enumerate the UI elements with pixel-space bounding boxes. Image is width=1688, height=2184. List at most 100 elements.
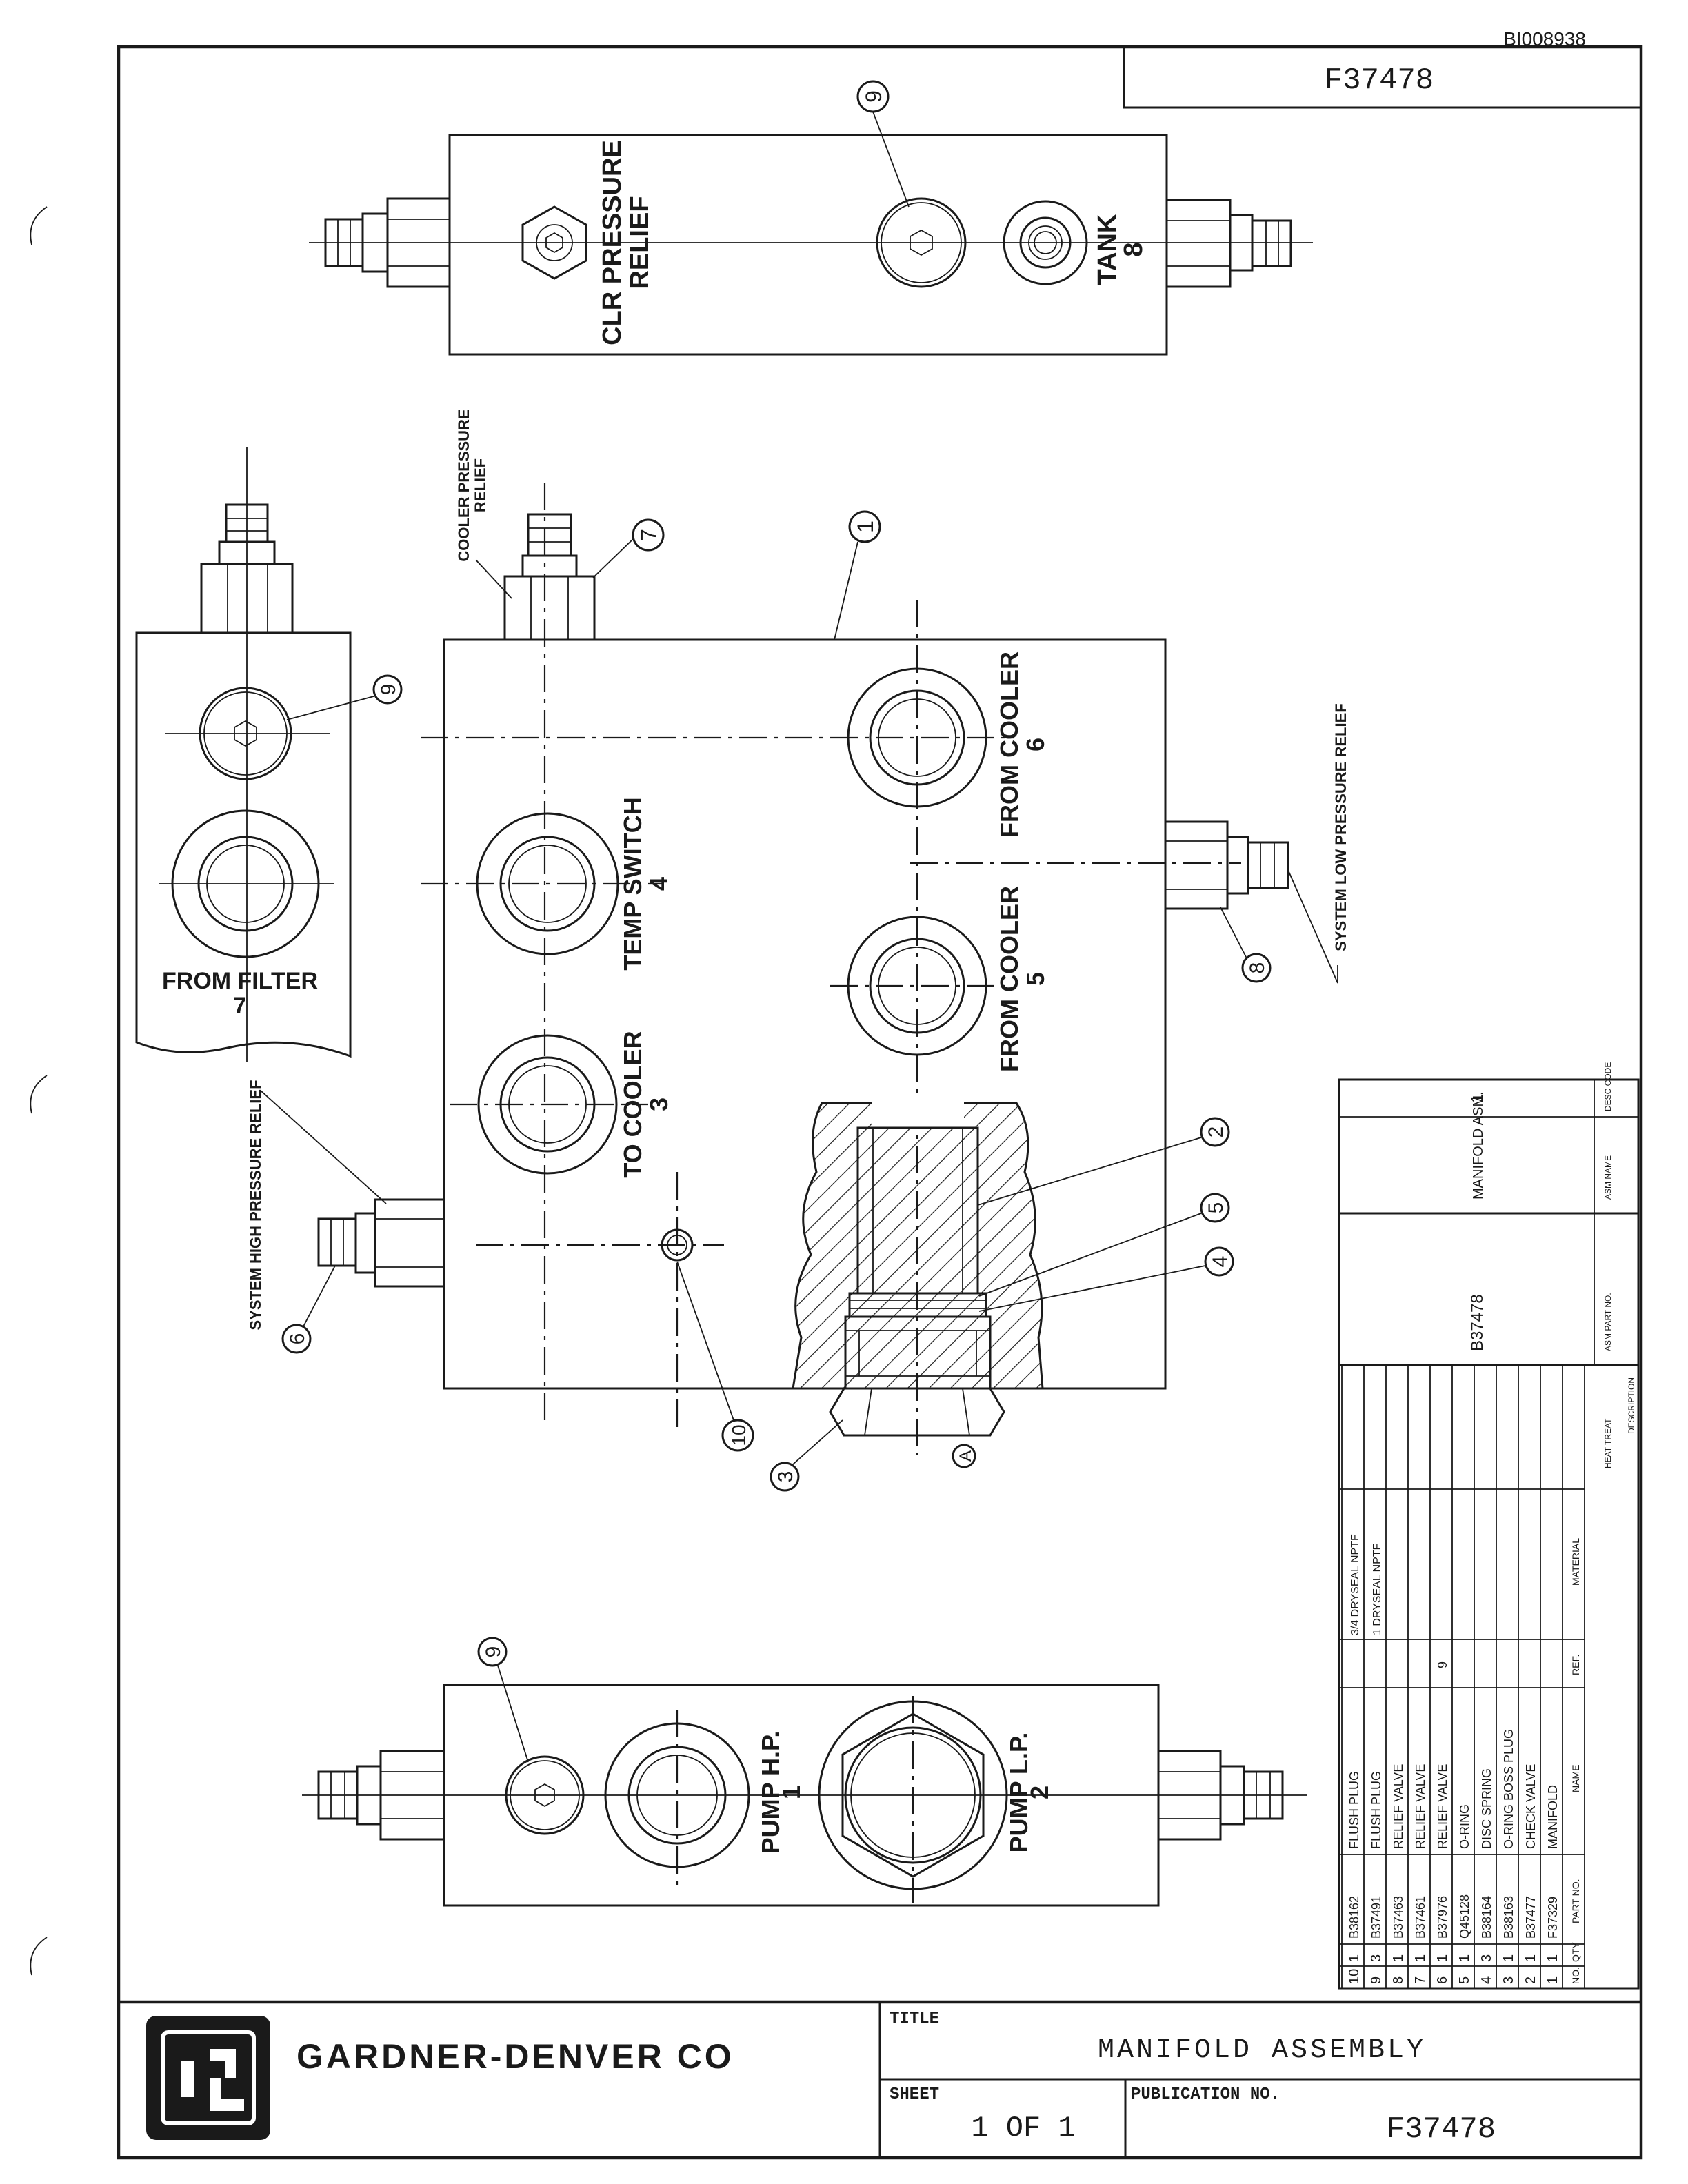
svg-text:9: 9 <box>482 1646 505 1658</box>
pl-row-qty: 1 <box>1347 1954 1362 1962</box>
pl-row-qty: 3 <box>1479 1954 1494 1962</box>
label-tank: TANK8 <box>1093 214 1148 285</box>
svg-text:7: 7 <box>636 529 661 541</box>
label-from-cooler-5: FROM COOLER5 <box>995 886 1049 1072</box>
pl-row-part: B37477 <box>1524 1896 1538 1939</box>
pl-row-qty: 1 <box>1501 1954 1516 1962</box>
pl-row-name: RELIEF VALVE <box>1391 1764 1405 1849</box>
pl-row-mat: 1 DRYSEAL NPTF <box>1372 1543 1383 1635</box>
pl-head-mat: MATERIAL <box>1570 1538 1581 1586</box>
publication-number: F37478 <box>1387 2112 1496 2147</box>
pl-row-name: RELIEF VALVE <box>1414 1764 1427 1849</box>
pl-row-item: 1 <box>1545 1976 1560 1984</box>
label-system-low-pressure-relief: SYSTEM LOW PRESSURE RELIEF <box>1332 703 1349 951</box>
pl-row-name: FLUSH PLUG <box>1369 1771 1383 1849</box>
svg-text:9: 9 <box>861 90 886 103</box>
svg-text:8: 8 <box>1246 962 1269 974</box>
label-pump-lp: PUMP L.P.2 <box>1005 1732 1054 1853</box>
svg-text:3: 3 <box>774 1471 797 1483</box>
pl-row-qty: 1 <box>1457 1954 1472 1962</box>
pl-row-qty: 1 <box>1413 1954 1428 1962</box>
pl-head-qty: QTY <box>1570 1942 1581 1962</box>
title-label: TITLE <box>890 2010 939 2028</box>
pl-head-name: NAME <box>1570 1765 1581 1792</box>
pl-row-part: B38163 <box>1502 1896 1516 1939</box>
pl-row-item: 10 <box>1347 1969 1362 1984</box>
pl-row-part: B37976 <box>1436 1896 1449 1939</box>
pl-row-part: B37491 <box>1369 1896 1383 1939</box>
pl-row-qty: 3 <box>1369 1954 1384 1962</box>
svg-text:5: 5 <box>1205 1202 1227 1214</box>
pl-asm-head-part: ASM PART NO. <box>1603 1293 1613 1351</box>
label-to-cooler: TO COOLER3 <box>619 1031 673 1177</box>
svg-text:2: 2 <box>1205 1126 1227 1138</box>
drawing-title: MANIFOLD ASSEMBLY <box>1098 2035 1426 2066</box>
title-block: GARDNER-DENVER CO TITLE MANIFOLD ASSEMBL… <box>119 2000 1641 2158</box>
pl-row-part: F37329 <box>1546 1897 1560 1939</box>
pl-head-item: NO. <box>1570 1967 1581 1984</box>
pl-row-mat: 3/4 DRYSEAL NPTF <box>1349 1534 1361 1635</box>
drawing-number-box <box>1123 46 1642 109</box>
label-temp-switch: TEMP SWITCH4 <box>619 797 673 970</box>
svg-text:9: 9 <box>377 684 400 696</box>
label-system-high-pressure-relief: SYSTEM HIGH PRESSURE RELIEF <box>247 1080 264 1330</box>
pl-asm-qty: 1 <box>1468 1094 1487 1103</box>
pl-row-qty: 1 <box>1523 1954 1538 1962</box>
pl-asm-part: B37478 <box>1468 1294 1487 1351</box>
sheet-label: SHEET <box>890 2085 939 2104</box>
pl-head-desc: DESCRIPTION <box>1627 1377 1636 1434</box>
pl-row-item: 6 <box>1435 1976 1450 1984</box>
pl-row-name: FLUSH PLUG <box>1347 1771 1361 1849</box>
main-view: TEMP SWITCH4 TO COOLER3 FROM COOLER6 FRO… <box>247 409 1349 1492</box>
pl-row-ref: 9 <box>1436 1661 1449 1668</box>
label-pump-hp: PUMP H.P.1 <box>756 1731 805 1854</box>
pl-row-item: 5 <box>1457 1976 1472 1984</box>
pl-row-item: 8 <box>1391 1976 1406 1984</box>
top-view: CLR PRESSURERELIEF TANK8 9 <box>309 80 1313 356</box>
pl-asm-head-code: DESC CODE <box>1603 1062 1613 1111</box>
pl-row-item: 2 <box>1523 1976 1538 1984</box>
pl-row-name: O-RING <box>1458 1804 1471 1849</box>
pl-row-part: B38164 <box>1480 1896 1494 1939</box>
label-cooler-pressure-relief: COOLER PRESSURERELIEF <box>455 409 489 561</box>
section-mark-a: A <box>956 1450 975 1462</box>
pl-row-name: O-RING BOSS PLUG <box>1502 1729 1516 1849</box>
pl-row-qty: 1 <box>1435 1954 1450 1962</box>
bottom-view: PUMP H.P.1 PUMP L.P.2 9 <box>302 1637 1307 1907</box>
pl-row-name: DISC SPRING <box>1480 1768 1494 1849</box>
pl-row-part: B38162 <box>1347 1896 1361 1939</box>
svg-text:10: 10 <box>728 1424 750 1446</box>
pl-row-part: Q45128 <box>1458 1894 1471 1939</box>
pl-row-name: RELIEF VALVE <box>1436 1764 1449 1849</box>
publication-label: PUBLICATION NO. <box>1131 2085 1280 2104</box>
pl-row-item: 7 <box>1413 1976 1428 1984</box>
pl-row-item: 3 <box>1501 1976 1516 1984</box>
company-name: GARDNER-DENVER CO <box>297 2037 734 2076</box>
label-from-cooler-6: FROM COOLER6 <box>995 651 1049 838</box>
pl-row-part: B37461 <box>1414 1896 1427 1939</box>
pl-head-ref: REF. <box>1570 1655 1581 1675</box>
pl-asm-head-name: ASM NAME <box>1603 1155 1613 1200</box>
drawing-number-top: F37478 <box>1325 63 1434 98</box>
punch-hole-1 <box>30 206 48 245</box>
pl-head-part: PART NO. <box>1570 1879 1581 1923</box>
pl-row-name: CHECK VALVE <box>1524 1764 1538 1849</box>
pl-row-qty: 1 <box>1545 1954 1560 1962</box>
punch-hole-2 <box>30 1075 48 1114</box>
punch-hole-3 <box>30 1937 48 1976</box>
svg-text:1: 1 <box>853 520 878 533</box>
pl-row-item: 9 <box>1369 1976 1384 1984</box>
pl-head-heat: HEAT TREAT <box>1603 1418 1613 1468</box>
pl-row-name: MANIFOLD <box>1546 1785 1560 1849</box>
pl-asm-name: MANIFOLD ASM. <box>1471 1091 1486 1200</box>
sheet-number: 1 OF 1 <box>971 2112 1075 2145</box>
pl-row-qty: 1 <box>1391 1954 1406 1962</box>
svg-text:6: 6 <box>286 1333 309 1345</box>
pl-row-part: B37463 <box>1391 1896 1405 1939</box>
svg-text:4: 4 <box>1209 1256 1232 1268</box>
